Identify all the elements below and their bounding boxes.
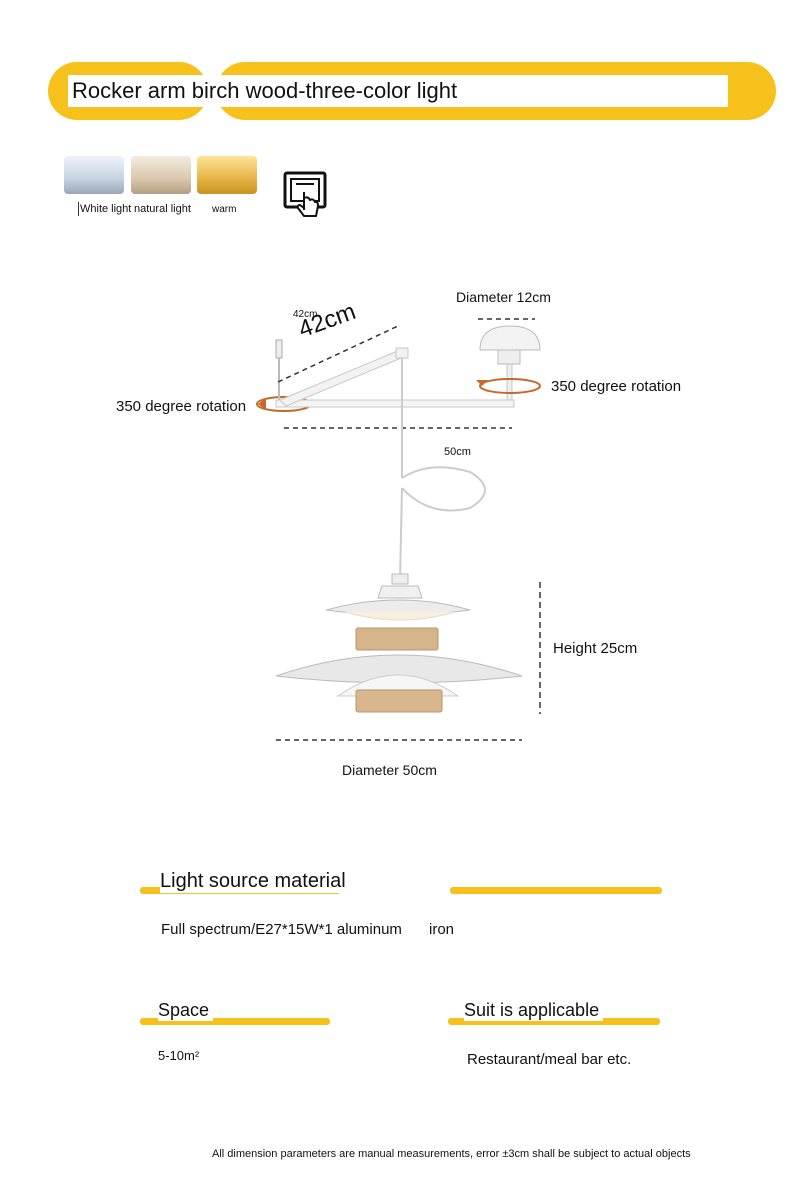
space-value: 5-10m² [158,1048,200,1063]
suit-title: Suit is applicable [464,1000,604,1021]
page-title: Rocker arm birch wood-three-color light [72,78,458,103]
swatch-divider [78,202,79,216]
title-box [68,75,728,107]
light-source-title: Light source material [160,870,350,893]
arm-length-label: 42cm [293,309,318,320]
height-label: Height 25cm [553,640,638,657]
warm-light-swatch [197,156,257,194]
light-source-value: Full spectrum/E27*15W*1 aluminum [161,921,402,938]
shade-diameter-label: Diameter 50cm [342,762,437,778]
switch-touch-icon [283,171,327,217]
suit-bar [448,1018,660,1025]
warm-light-label: warm [212,204,237,215]
suit-value: Restaurant/meal bar etc. [467,1051,632,1068]
rotation-right-label: 350 degree rotation [551,378,682,395]
natural-light-swatch [131,156,191,194]
natural-light-label: natural light [134,203,191,215]
white-light-label: White light [80,203,132,215]
lamp-diagram [256,318,541,741]
white-light-swatch [64,156,124,194]
material-value: iron [429,921,455,938]
canopy-diameter-label: Diameter 12cm [456,289,551,305]
light-source-bar-right [450,887,662,894]
arm-width-label: 50cm [444,446,471,458]
footer-note: All dimension parameters are manual meas… [212,1148,691,1160]
space-bar [140,1018,330,1025]
space-title: Space [158,1000,214,1021]
rotation-left-label: 350 degree rotation [116,398,247,415]
